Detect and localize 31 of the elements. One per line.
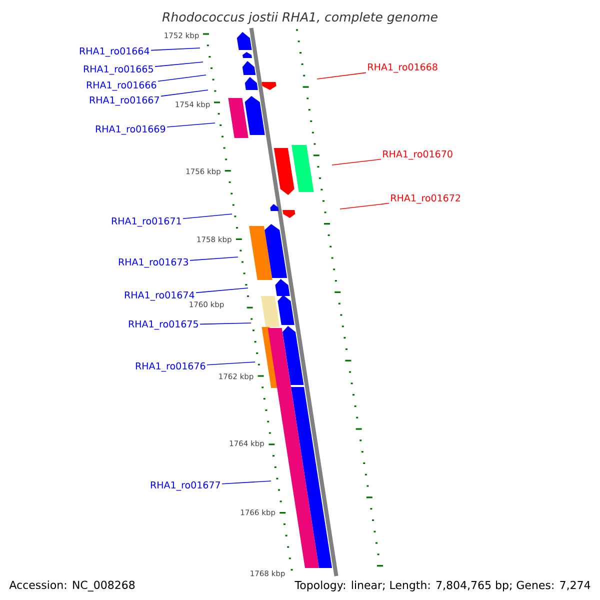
gene-label: RHA1_ro01672 [391, 194, 460, 204]
gene-label: RHA1_ro01667 [90, 96, 159, 106]
leader-line [158, 74, 206, 82]
leader-line [332, 158, 382, 166]
gene-label: RHA1_ro01668 [368, 63, 438, 73]
leader-line [154, 62, 204, 67]
gene-label: RHA1_ro01677 [150, 481, 220, 491]
leader-line [166, 122, 216, 128]
gene-label: RHA1_ro01664 [80, 47, 150, 57]
gene-label: RHA1_ro01669 [96, 125, 166, 135]
footer-text: Accession: NC_008268 [9, 580, 135, 592]
leader-line [160, 90, 208, 97]
leader-line [200, 322, 252, 325]
leader-line [316, 72, 366, 80]
gene-label: RHA1_ro01674 [124, 291, 194, 301]
leader-line [150, 48, 200, 51]
leader-line [222, 480, 272, 484]
leader-line [182, 214, 232, 219]
gene-label: RHA1_ro01671 [112, 217, 181, 227]
leader-line [190, 256, 238, 261]
leader-line [196, 288, 248, 294]
footer-text: Topology: linear; Length: 7,804,765 bp; Genes: 7,274 [294, 580, 590, 592]
gene-label: RHA1_ro01675 [128, 320, 198, 330]
gene-label: RHA1_ro01670 [383, 150, 452, 160]
map-title: Rhodococcus jostii RHA1, complete genome [162, 12, 438, 24]
leader-line [340, 202, 390, 210]
gene-label: RHA1_ro01666 [86, 81, 156, 91]
gene-label: RHA1_ro01676 [136, 362, 206, 372]
gene-label: RHA1_ro01673 [118, 258, 188, 268]
leader-line [206, 362, 256, 366]
gene-label: RHA1_ro01665 [84, 65, 153, 75]
